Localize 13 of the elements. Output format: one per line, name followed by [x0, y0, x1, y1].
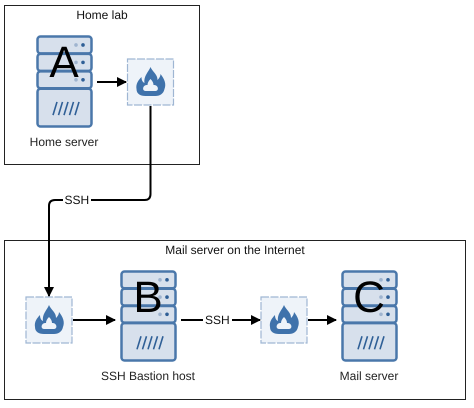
arrow	[97, 77, 127, 87]
group-title: Home lab	[75, 8, 129, 22]
group-title: Mail server on the Internet	[164, 243, 306, 257]
arrow	[308, 315, 337, 325]
server-label: Home server	[28, 135, 100, 150]
server-label: SSH Bastion host	[100, 369, 196, 384]
group-frame	[4, 5, 200, 165]
arrow	[73, 315, 116, 325]
server-label: Mail server	[338, 369, 400, 384]
edge-label: SSH	[203, 313, 232, 327]
arrow	[44, 106, 152, 297]
edge-label: SSH	[62, 193, 92, 207]
group-frame	[4, 240, 466, 400]
